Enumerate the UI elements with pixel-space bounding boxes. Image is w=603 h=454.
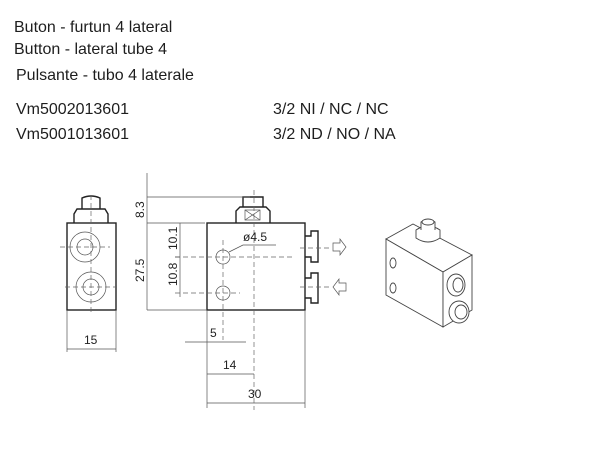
dim-offset-14: 14 [223,358,237,372]
dim-height-10-1: 10.1 [166,226,180,250]
front-view: ø4.5 8.3 27.5 10.1 10.8 5 14 30 [133,173,347,410]
dim-height-10-8: 10.8 [166,262,180,286]
title-romanian: Buton - furtun 4 lateral [14,19,173,36]
dim-height-8-3: 8.3 [133,201,147,218]
dim-width-15: 15 [84,333,98,347]
dim-offset-5: 5 [210,326,217,340]
model-code-2: Vm5001013601 [16,126,129,143]
dim-diameter: ø4.5 [243,230,267,244]
title-english: Button - lateral tube 4 [14,41,167,58]
model-function-2: 3/2 ND / NO / NA [273,126,396,143]
side-view: 15 [60,195,117,352]
dim-height-27-5: 27.5 [133,258,147,282]
model-code-1: Vm5002013601 [16,101,129,118]
dim-length-30: 30 [248,387,262,401]
isometric-view [385,218,473,328]
title-italian: Pulsante - tubo 4 laterale [16,67,194,84]
model-function-1: 3/2 NI / NC / NC [273,101,389,118]
